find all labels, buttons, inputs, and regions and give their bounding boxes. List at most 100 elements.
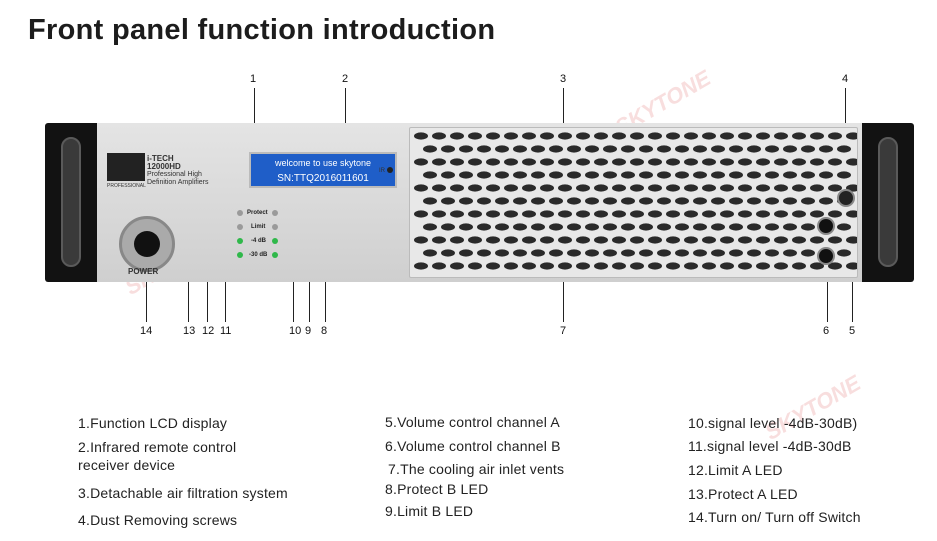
vent-hole	[693, 197, 707, 205]
vent-hole	[486, 210, 500, 218]
vent-hole	[621, 145, 635, 153]
vent-hole	[648, 236, 662, 244]
vent-hole	[828, 210, 842, 218]
callout-2: 2	[342, 73, 349, 85]
vent-hole	[738, 184, 752, 192]
vent-hole	[765, 249, 779, 257]
vent-hole	[774, 132, 788, 140]
vent-hole	[495, 171, 509, 179]
callout-10: 10	[289, 325, 302, 337]
vent-hole	[765, 197, 779, 205]
vent-hole	[567, 145, 581, 153]
vent-hole	[765, 145, 779, 153]
lcd-line-2: SN:TTQ2016011601	[277, 173, 369, 184]
vent-hole	[810, 132, 824, 140]
vent-hole	[639, 197, 653, 205]
vent-hole	[441, 145, 455, 153]
vent-hole	[567, 171, 581, 179]
vent-hole	[630, 236, 644, 244]
vent-hole	[648, 184, 662, 192]
air-filter-grille	[409, 127, 860, 278]
vent-hole	[774, 184, 788, 192]
callout-6: 6	[823, 325, 830, 337]
vent-hole	[702, 158, 716, 166]
legend-item-3: 3.Detachable air filtration system	[78, 485, 288, 501]
rack-ear-left	[45, 123, 97, 282]
vent-hole	[828, 236, 842, 244]
vent-hole	[531, 223, 545, 231]
vent-hole	[423, 145, 437, 153]
vent-hole	[756, 262, 770, 270]
legend-item-8: 8.Protect B LED	[385, 481, 489, 497]
vent-hole	[837, 145, 851, 153]
led-label-30db: -30 dB	[249, 252, 268, 258]
vent-hole	[837, 249, 851, 257]
vent-hole	[720, 184, 734, 192]
vent-hole	[675, 249, 689, 257]
vent-hole	[639, 249, 653, 257]
vent-hole	[513, 197, 527, 205]
vent-hole	[576, 236, 590, 244]
vent-hole	[729, 223, 743, 231]
power-switch[interactable]	[119, 216, 175, 272]
vent-hole	[720, 210, 734, 218]
vent-hole	[684, 158, 698, 166]
vent-hole	[567, 197, 581, 205]
ir-receiver-icon	[387, 167, 393, 173]
vent-hole	[522, 158, 536, 166]
callout-11: 11	[220, 325, 232, 337]
legend-item-11: 11.signal level -4dB-30dB	[688, 438, 852, 454]
vent-hole	[576, 132, 590, 140]
volume-knob-channel-a[interactable]	[817, 217, 835, 235]
vent-hole	[666, 210, 680, 218]
vent-hole	[432, 210, 446, 218]
vent-hole	[846, 236, 860, 244]
vent-hole	[666, 236, 680, 244]
volume-knob-channel-b[interactable]	[817, 247, 835, 265]
vent-hole	[585, 197, 599, 205]
vent-hole	[495, 197, 509, 205]
model-line: 12000HD	[147, 162, 181, 171]
vent-hole	[459, 145, 473, 153]
vent-hole	[738, 262, 752, 270]
vent-hole	[540, 158, 554, 166]
vent-hole	[747, 249, 761, 257]
vent-hole	[747, 197, 761, 205]
vent-hole	[801, 223, 815, 231]
vent-hole	[756, 132, 770, 140]
callout-3: 3	[560, 73, 567, 85]
vent-hole	[414, 158, 428, 166]
vent-hole	[846, 210, 860, 218]
vent-hole	[576, 262, 590, 270]
vent-hole	[828, 262, 842, 270]
vent-hole	[756, 236, 770, 244]
legend-item-2: 2.Infrared remote control receiver devic…	[78, 439, 237, 473]
model-badge: i-TECH 12000HD Professional High Definit…	[147, 155, 208, 187]
vent-hole	[594, 158, 608, 166]
vent-hole	[459, 171, 473, 179]
vent-hole	[468, 132, 482, 140]
vent-hole	[729, 145, 743, 153]
vent-hole	[621, 249, 635, 257]
vent-hole	[657, 171, 671, 179]
vent-hole	[828, 184, 842, 192]
vent-hole	[666, 158, 680, 166]
vent-hole	[504, 184, 518, 192]
vent-hole	[486, 132, 500, 140]
vent-hole	[423, 171, 437, 179]
vent-hole	[810, 236, 824, 244]
vent-hole	[450, 158, 464, 166]
callout-8: 8	[321, 325, 328, 337]
vent-hole	[495, 145, 509, 153]
vent-hole	[846, 132, 860, 140]
vent-hole	[612, 210, 626, 218]
amplifier-front-panel: i-TECH 12000HD Professional High Definit…	[45, 123, 914, 282]
vent-hole	[801, 145, 815, 153]
dust-removing-screw[interactable]	[837, 189, 855, 207]
vent-hole	[486, 262, 500, 270]
vent-hole	[747, 223, 761, 231]
callout-4: 4	[842, 73, 849, 85]
vent-hole	[693, 249, 707, 257]
vent-hole	[594, 236, 608, 244]
vent-hole	[432, 262, 446, 270]
